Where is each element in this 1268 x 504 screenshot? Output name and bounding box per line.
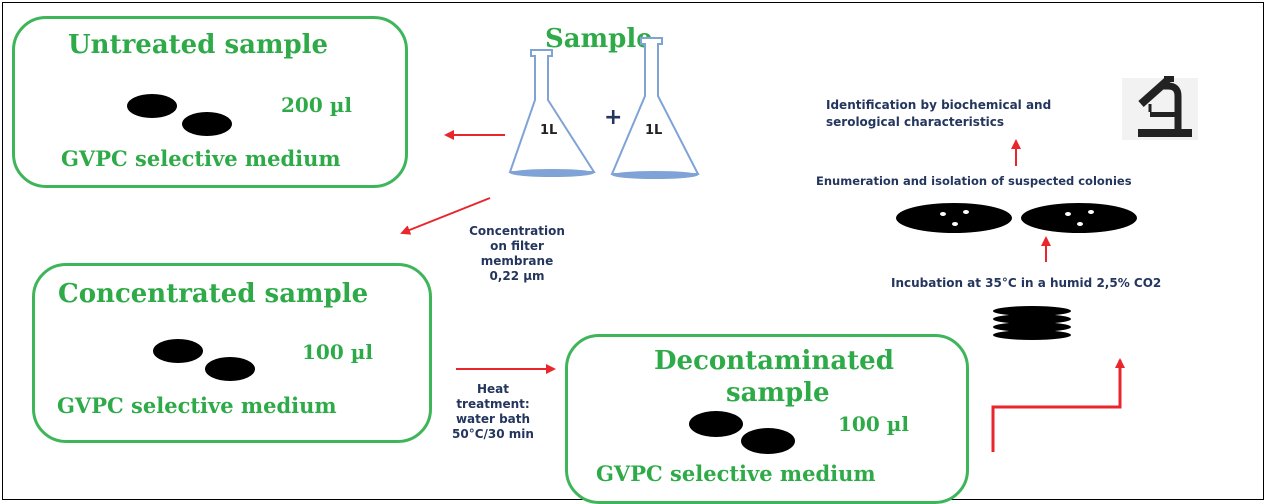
untreated-volume-label: 200 µl <box>281 93 352 117</box>
heat-line: 50°C/30 min <box>452 427 534 441</box>
concentration-line: Concentration <box>469 224 565 238</box>
petri-dish-icon <box>127 94 177 118</box>
sample-title: Sample <box>545 24 653 54</box>
decontaminated-volume-label: 100 µl <box>838 412 909 436</box>
decontaminated-title-line2: sample <box>726 378 830 408</box>
decontaminated-sample-box <box>565 334 969 504</box>
incubation-step-text: Incubation at 35°C in a humid 2,5% CO2 <box>891 276 1162 290</box>
heat-line: Heat <box>476 382 509 396</box>
petri-dish-icon <box>182 112 232 136</box>
stacked-plates-icon <box>993 306 1071 340</box>
flask-right-icon <box>610 37 700 179</box>
microscope-icon <box>1122 76 1198 140</box>
concentration-line: membrane <box>480 254 554 268</box>
concentrated-petri-dishes <box>153 339 255 381</box>
heat-line: treatment: <box>456 397 530 411</box>
colony-plate-right-icon <box>1021 203 1137 233</box>
concentration-line: on filter <box>490 239 544 253</box>
heat-treatment-step-text: Heat treatment: water bath 50°C/30 min <box>448 382 538 442</box>
untreated-sample-box <box>12 16 408 188</box>
petri-dish-icon <box>689 411 743 437</box>
concentration-line: 0,22 µm <box>489 269 545 283</box>
colony-plate-left-icon <box>896 203 1012 233</box>
decontaminated-petri-dishes <box>689 411 795 454</box>
flask-right-label: 1L <box>645 123 663 138</box>
arrow-to-incubation <box>991 358 1125 452</box>
petri-dish-icon <box>153 339 203 363</box>
decontaminated-medium-label: GVPC selective medium <box>596 461 876 486</box>
enumeration-step-text: Enumeration and isolation of suspected c… <box>816 174 1132 188</box>
petri-dish-icon <box>205 357 255 381</box>
plus-sign: + <box>604 105 623 130</box>
untreated-petri-dishes <box>127 94 232 136</box>
petri-dish-icon <box>741 428 795 454</box>
untreated-sample-title: Untreated sample <box>68 30 329 60</box>
flask-left-icon <box>508 49 596 177</box>
decontaminated-title-line1: Decontaminated <box>654 346 894 376</box>
concentrated-volume-label: 100 µl <box>302 340 373 364</box>
heat-line: water bath <box>455 412 531 426</box>
identification-step-line2: serological characteristics <box>826 115 1005 129</box>
arrow-to-concentration <box>400 197 491 235</box>
concentrated-sample-title: Concentrated sample <box>58 279 369 309</box>
untreated-medium-label: GVPC selective medium <box>61 146 341 171</box>
concentration-step-text: Concentration on filter membrane 0,22 µm <box>452 224 582 284</box>
identification-step-line1: Identification by biochemical and <box>826 98 1052 112</box>
concentrated-sample-box <box>32 263 432 443</box>
concentrated-medium-label: GVPC selective medium <box>57 393 337 418</box>
flask-left-label: 1L <box>540 123 558 138</box>
